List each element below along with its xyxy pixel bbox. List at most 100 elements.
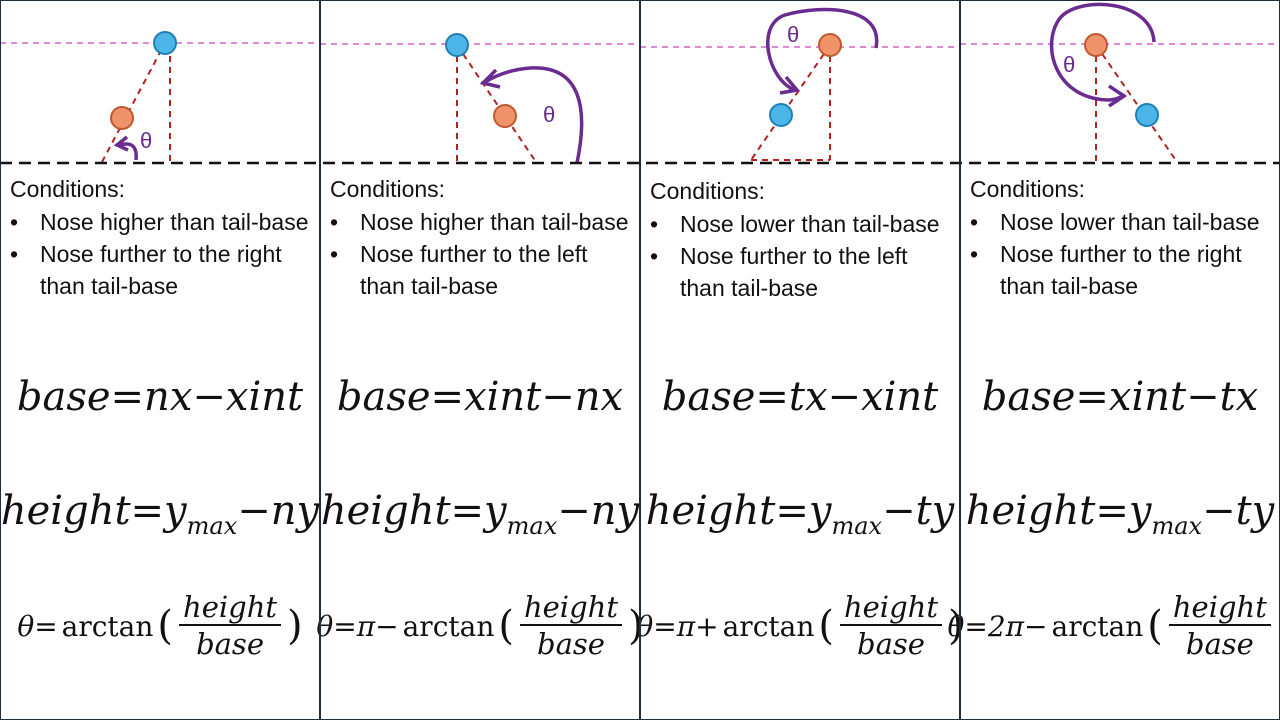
tail-dot — [110, 106, 134, 130]
base-equation: base=xint−tx — [981, 374, 1259, 420]
angle-diagram-2: θ — [320, 33, 640, 164]
theta-label: θ — [543, 102, 555, 127]
open-paren: ( — [498, 603, 514, 649]
height-eq-sub: max — [831, 512, 883, 540]
theta-prefix: θ=2π− — [947, 609, 1048, 643]
height-equation: height=ymax−ty — [640, 488, 960, 540]
condition-item: •Nose further to the right than tail-bas… — [10, 238, 310, 302]
conditions-list: • Nose lower than tail-base •Nose further… — [650, 208, 950, 304]
condition-item: •Nose lower than tail-base — [970, 206, 1270, 238]
fraction-numerator: height — [519, 590, 622, 626]
panel-case-2: θ Conditions: • Nose higher than tail-bas… — [316, 0, 644, 720]
angle-diagram-1: θ — [0, 31, 320, 163]
condition-item: • Nose further to the left than tail-base — [330, 238, 630, 302]
conditions-title: Conditions: — [330, 176, 446, 202]
panel-case-3: θ Conditions: • Nose lower than tail-base… — [636, 0, 964, 720]
conditions-title: Conditions: — [10, 176, 126, 202]
panel-case-1: θ Conditions: • Nose higher than tail-bas… — [0, 0, 320, 720]
base-equation: base=xint−nx — [336, 374, 624, 420]
open-paren: ( — [157, 603, 174, 649]
fraction-numerator: height — [179, 590, 282, 626]
condition-text: Nose further to the right than tail-base — [1000, 241, 1242, 299]
fraction-numerator: height — [1168, 590, 1271, 626]
height-eq-pre: height=y — [320, 488, 507, 534]
condition-text: Nose further to the left than tail-base — [680, 243, 908, 301]
theta-prefix: θ=π+ — [636, 609, 719, 643]
theta-prefix: θ=π− — [316, 609, 399, 643]
angle-diagram-3: θ — [640, 7, 960, 161]
condition-text: Nose higher than tail-base — [360, 209, 629, 235]
hypotenuse — [456, 44, 537, 163]
height-eq-post: −ty — [1202, 488, 1275, 534]
arctan-label: arctan — [61, 609, 154, 643]
arrowhead — [479, 68, 501, 89]
panel-divider — [959, 0, 961, 720]
theta-arc — [119, 142, 138, 161]
open-paren: ( — [818, 603, 834, 649]
condition-item: •Nose further to the right than tail-bas… — [970, 238, 1270, 302]
fraction-numerator: height — [839, 590, 942, 626]
angle-diagram-4: θ — [960, 2, 1280, 163]
nose-dot — [445, 33, 469, 57]
nose-dot — [769, 103, 793, 127]
height-eq-pre: height=y — [0, 488, 187, 534]
theta-arc — [766, 7, 879, 92]
open-paren: ( — [1147, 603, 1163, 649]
conditions-list: • Nose higher than tail-base •Nose furthe… — [10, 206, 310, 302]
tail-dot — [1084, 33, 1108, 57]
conditions-title: Conditions: — [970, 176, 1086, 202]
panel-divider — [639, 0, 641, 720]
height-eq-sub: max — [506, 512, 558, 540]
conditions-title: Conditions: — [650, 178, 766, 204]
bullet-icon: • — [650, 211, 659, 237]
condition-item: • Nose higher than tail-base — [10, 206, 310, 238]
bullet-icon: • — [970, 209, 979, 235]
height-eq-pre: height=y — [645, 488, 832, 534]
tail-dot — [493, 104, 517, 128]
condition-item: • Nose higher than tail-base — [330, 206, 630, 238]
bullet-icon: • — [10, 209, 19, 235]
condition-text: Nose further to the right than tail-base — [40, 241, 282, 299]
conditions-list: • Nose higher than tail-base • Nose furthe… — [330, 206, 630, 302]
bullet-icon: • — [330, 209, 339, 235]
bullet-icon: • — [330, 241, 339, 267]
theta-label: θ — [1063, 52, 1075, 77]
panel-case-4: θ Conditions: •Nose lower than tail-base… — [948, 0, 1280, 720]
condition-text: Nose higher than tail-base — [40, 209, 309, 235]
fraction-denominator: base — [196, 627, 264, 661]
nose-dot — [1135, 103, 1159, 127]
arrowhead — [779, 75, 801, 95]
arrowhead — [1108, 84, 1128, 108]
fraction-denominator: base — [1185, 627, 1254, 661]
theta-prefix: θ= — [17, 609, 58, 643]
base-equation: base=tx−xint — [661, 374, 939, 420]
fraction-denominator: base — [857, 627, 925, 661]
hypotenuse — [750, 44, 831, 161]
base-equation: base=nx−xint — [16, 374, 304, 420]
condition-text: Nose lower than tail-base — [680, 211, 940, 237]
height-equation: height=ymax−ny — [320, 488, 640, 540]
theta-arc — [484, 66, 584, 164]
height-eq-sub: max — [1151, 512, 1203, 540]
hypotenuse — [101, 42, 166, 163]
height-eq-pre: height=y — [965, 488, 1152, 534]
close-paren: ) — [287, 603, 303, 649]
fraction-denominator: base — [537, 627, 605, 661]
height-eq-post: −ty — [882, 488, 955, 534]
arctan-label: arctan — [402, 609, 495, 643]
condition-text: Nose further to the left than tail-base — [360, 241, 588, 299]
theta-label: θ — [787, 22, 799, 47]
condition-item: •Nose further to the left than tail-base — [650, 240, 950, 304]
height-equation: height=ymax−ny — [0, 488, 320, 540]
height-equation: height=ymax−ty — [960, 488, 1280, 540]
arrowhead — [113, 135, 129, 152]
height-eq-post: −ny — [237, 488, 320, 534]
height-eq-sub: max — [186, 512, 238, 540]
